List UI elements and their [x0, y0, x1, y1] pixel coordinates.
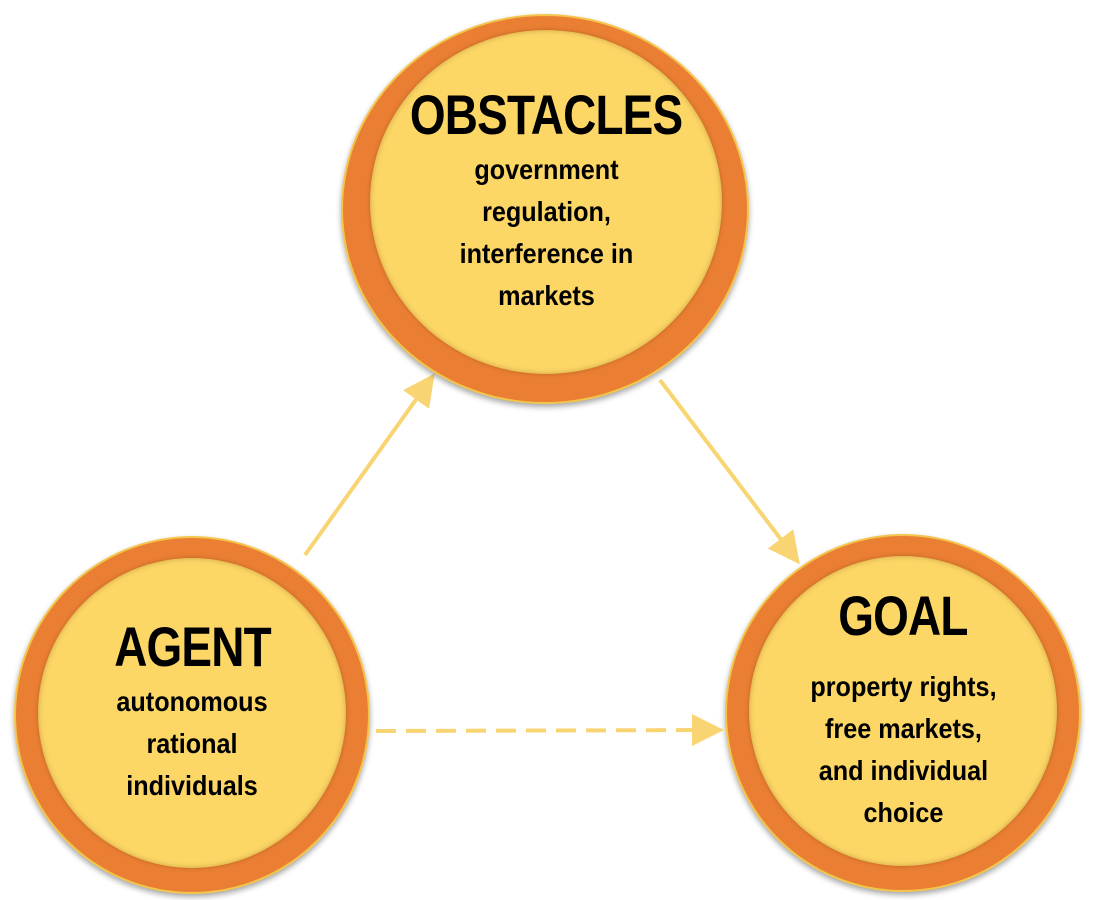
- goal-node: GOAL property rights, free markets, and …: [725, 534, 1081, 892]
- goal-line: property rights,: [809, 671, 997, 702]
- agent-node: AGENT autonomous rational individuals: [14, 536, 370, 894]
- arrow-obstacles-to-goal: [658, 378, 800, 565]
- agent-line: individuals: [126, 770, 258, 801]
- obstacles-line: markets: [497, 280, 595, 311]
- goal-line: free markets,: [824, 713, 982, 744]
- arrow-agent-to-obstacles: [303, 373, 435, 557]
- obstacles-line: regulation,: [481, 196, 611, 227]
- goal-line: and individual: [818, 755, 988, 786]
- obstacles-line: government: [473, 154, 619, 185]
- goal-title: GOAL: [838, 584, 968, 647]
- obstacles-title: OBSTACLES: [409, 83, 683, 146]
- obstacles-node: OBSTACLES government regulation, interfe…: [341, 14, 749, 404]
- dashed-arrow-agent-to-goal: [375, 714, 724, 747]
- goal-line: choice: [863, 797, 943, 828]
- obstacles-line: interference in: [459, 238, 633, 269]
- agent-line: autonomous: [116, 686, 268, 717]
- agent-title: AGENT: [113, 615, 271, 678]
- agent-line: rational: [146, 728, 238, 759]
